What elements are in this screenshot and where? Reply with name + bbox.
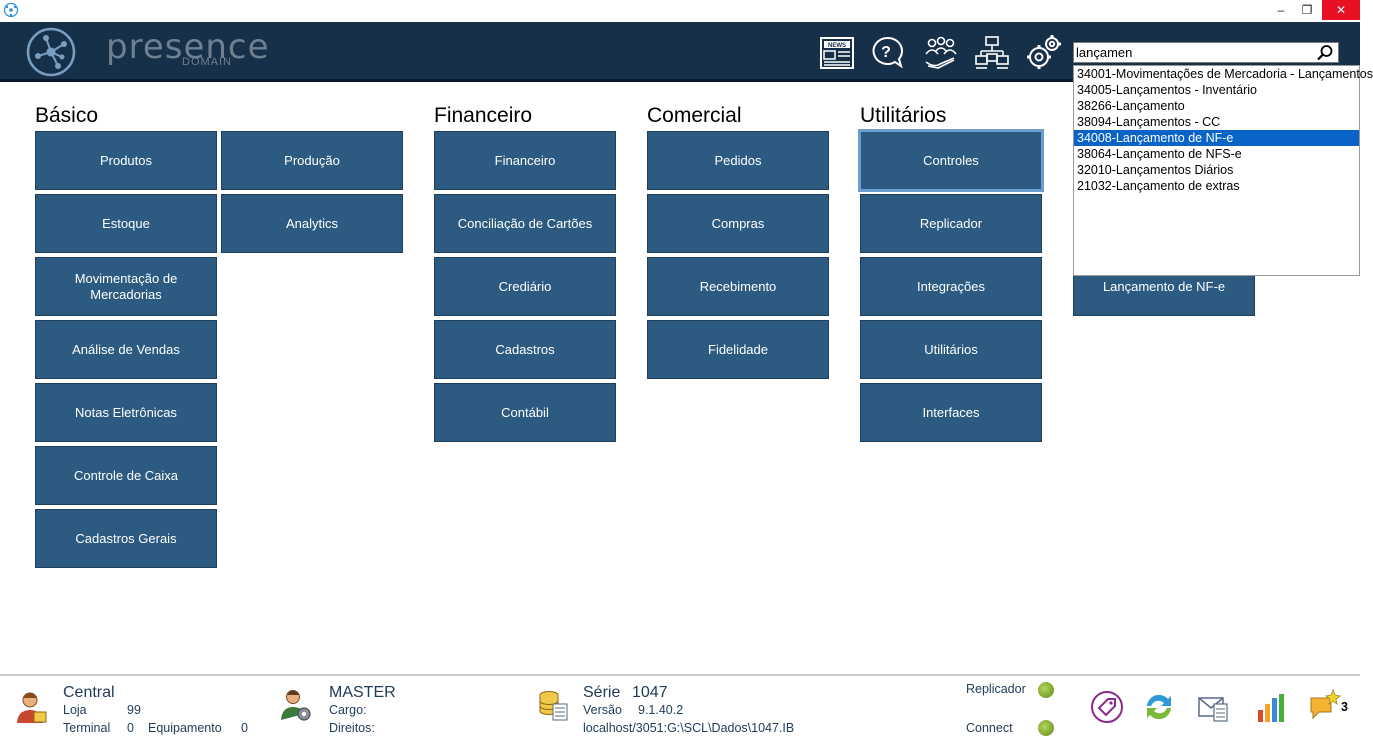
tile-pedidos[interactable]: Pedidos	[647, 131, 829, 190]
versao-value: 9.1.40.2	[638, 703, 684, 717]
tile-compras[interactable]: Compras	[647, 194, 829, 253]
search-result-item[interactable]: 38064-Lançamento de NFS-e	[1077, 147, 1242, 161]
tile-contabil[interactable]: Contábil	[434, 383, 616, 442]
replicador-label: Replicador	[966, 682, 1026, 696]
connect-status-led	[1038, 720, 1054, 736]
database-path: localhost/3051:G:\SCL\Dados\1047.IB	[583, 721, 795, 735]
equipamento-label: Equipamento	[148, 721, 222, 735]
serie-label: Série	[583, 684, 621, 701]
tile-analytics[interactable]: Analytics	[221, 194, 403, 253]
user-name: MASTER	[329, 684, 396, 701]
tile-estoque[interactable]: Estoque	[35, 194, 217, 253]
tile-fidelidade[interactable]: Fidelidade	[647, 320, 829, 379]
bar-chart-icon[interactable]	[1254, 690, 1288, 724]
help-icon[interactable]: ?	[868, 34, 906, 72]
tile-conciliacao-cartoes[interactable]: Conciliação de Cartões	[434, 194, 616, 253]
tile-analise-vendas[interactable]: Análise de Vendas	[35, 320, 217, 379]
search-result-item[interactable]: 38266-Lançamento	[1077, 99, 1185, 113]
tile-producao[interactable]: Produção	[221, 131, 403, 190]
user-store-icon	[17, 692, 47, 723]
search-field	[1073, 42, 1339, 63]
mail-document-icon[interactable]	[1196, 690, 1230, 724]
loja-value: 99	[127, 703, 141, 717]
section-title-utilitarios: Utilitários	[860, 104, 947, 127]
close-button[interactable]: ✕	[1322, 0, 1360, 20]
versao-label: Versão	[583, 703, 622, 717]
search-result-item[interactable]: 21032-Lançamento de extras	[1077, 179, 1240, 193]
section-title-basico: Básico	[35, 104, 99, 127]
title-bar: – ❐ ✕	[0, 0, 1360, 22]
price-tag-icon[interactable]	[1090, 690, 1124, 724]
tile-notas-eletronicas[interactable]: Notas Eletrônicas	[35, 383, 217, 442]
news-icon[interactable]: NEWS	[818, 34, 856, 72]
notifications-icon[interactable]	[1308, 688, 1342, 722]
search-result-item[interactable]: 34001-Movimentações de Mercadoria - Lanç…	[1077, 67, 1373, 81]
user-settings-icon	[281, 690, 311, 721]
svg-text:?: ?	[881, 44, 891, 61]
network-logo-icon	[26, 27, 76, 77]
database-icon	[539, 691, 568, 721]
terminal-value: 0	[127, 721, 134, 735]
replicador-status-led	[1038, 682, 1054, 698]
tile-controles[interactable]: Controles	[858, 129, 1044, 192]
tile-produtos[interactable]: Produtos	[35, 131, 217, 190]
cargo-label: Cargo:	[329, 703, 367, 717]
equipamento-value: 0	[241, 721, 248, 735]
brand-name: presence	[106, 27, 270, 67]
app-icon	[3, 2, 19, 18]
search-results-list: 34001-Movimentações de Mercadoria - Lanç…	[1073, 65, 1373, 276]
tile-financeiro[interactable]: Financeiro	[434, 131, 616, 190]
section-title-financeiro: Financeiro	[434, 104, 533, 127]
search-icon[interactable]	[1316, 44, 1334, 62]
tile-replicador[interactable]: Replicador	[860, 194, 1042, 253]
tile-recebimento[interactable]: Recebimento	[647, 257, 829, 316]
serie-value: 1047	[632, 684, 668, 701]
tile-cadastros[interactable]: Cadastros	[434, 320, 616, 379]
section-title-comercial: Comercial	[647, 104, 742, 127]
users-icon[interactable]	[922, 34, 960, 72]
direitos-label: Direitos:	[329, 721, 375, 735]
brand-subtitle: DOMAIN	[182, 56, 232, 68]
store-name: Central	[63, 684, 115, 701]
sync-icon[interactable]	[1142, 690, 1176, 724]
tile-movimentacao-mercadorias[interactable]: Movimentação de Mercadorias	[35, 257, 217, 316]
tile-cadastros-gerais[interactable]: Cadastros Gerais	[35, 509, 217, 568]
tile-crediario[interactable]: Crediário	[434, 257, 616, 316]
search-input[interactable]	[1076, 44, 1314, 61]
terminal-label: Terminal	[63, 721, 111, 735]
tile-controle-caixa[interactable]: Controle de Caixa	[35, 446, 217, 505]
notification-count-badge: 3	[1341, 700, 1348, 714]
tile-integracoes[interactable]: Integrações	[860, 257, 1042, 316]
network-icon[interactable]	[973, 34, 1011, 72]
search-result-item[interactable]: 32010-Lançamentos Diários	[1077, 163, 1234, 177]
tile-interfaces[interactable]: Interfaces	[860, 383, 1042, 442]
settings-icon[interactable]	[1024, 34, 1062, 72]
minimize-button[interactable]: –	[1277, 3, 1285, 17]
restore-button[interactable]: ❐	[1301, 3, 1313, 17]
search-result-item-selected[interactable]: 34008-Lançamento de NF-e	[1074, 130, 1359, 146]
tile-utilitarios[interactable]: Utilitários	[860, 320, 1042, 379]
search-result-item[interactable]: 34005-Lançamentos - Inventário	[1077, 83, 1257, 97]
status-bar: Central Loja 99 Terminal 0 Equipamento 0…	[0, 674, 1360, 738]
loja-label: Loja	[63, 703, 87, 717]
connect-label: Connect	[966, 721, 1013, 735]
search-result-item[interactable]: 38094-Lançamentos - CC	[1077, 115, 1221, 129]
svg-text:NEWS: NEWS	[828, 43, 846, 49]
